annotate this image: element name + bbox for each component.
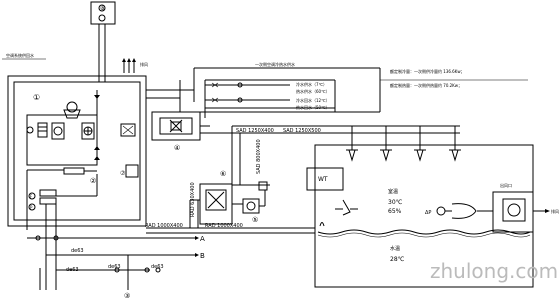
- exhaust-fan-box: 出风口 排风: [477, 182, 559, 233]
- outdoor-unit: ⑧: [90, 1, 116, 48]
- number-2: ②: [90, 177, 96, 185]
- air-outlets: [346, 149, 461, 162]
- number-6: ⑥: [220, 170, 226, 178]
- rad-vertical: RAD 630X400: [190, 182, 196, 217]
- humidity-value: 65%: [388, 208, 402, 215]
- side-sensor: [125, 164, 139, 178]
- refrigerant-circuit: [26, 90, 100, 175]
- coil-unit-4: ④: [151, 111, 232, 152]
- air-temp-value: 30℃: [388, 199, 403, 206]
- exhaust-label: 排风: [140, 61, 148, 67]
- side-damper: [120, 123, 136, 137]
- rad-horizontal-1: RAD 1000X400: [145, 223, 183, 229]
- watermark: zhulong.com: [430, 259, 558, 283]
- number-7: ⑦: [120, 170, 126, 177]
- winter-supply-label: 热水供水（60℃）: [296, 88, 330, 94]
- pipe-de63-d: de63: [151, 264, 164, 270]
- svg-text:F: F: [30, 194, 33, 199]
- heating-rating: 额定制热量：一次侧供热量约 70.2Kw；: [390, 82, 462, 88]
- sad-vertical: SAD 800X400: [256, 139, 262, 174]
- label-b: B: [200, 252, 205, 260]
- wt-label: WT: [318, 176, 328, 183]
- coil-unit-5: ⑤ ⑥: [199, 170, 270, 225]
- winter-return-label: 热水回水（50℃）: [296, 104, 330, 110]
- chilled-supply-label: 一次侧空调冷热水供水: [255, 61, 295, 67]
- number-5: ⑤: [252, 216, 258, 224]
- supply-duct: [231, 125, 460, 185]
- exhaust-out-label: 排风: [551, 208, 559, 214]
- pipe-de63-b: de63: [66, 267, 79, 273]
- svg-text:ΔP: ΔP: [425, 210, 431, 216]
- wt-box: [306, 167, 344, 191]
- chilled-water-lines: [146, 67, 381, 118]
- summer-supply-label: 冷水供水（7℃）: [296, 81, 327, 87]
- summer-return-label: 冷水回水（12℃）: [296, 97, 330, 103]
- number-3: ③: [124, 292, 130, 300]
- pipe-de63-c: de63: [108, 264, 121, 270]
- pipe-de63-a: de63: [71, 248, 84, 254]
- outlet-label: 出风口: [500, 182, 512, 188]
- pool-sensor: [335, 199, 358, 216]
- lower-pipes: [27, 235, 199, 290]
- air-temp-label: 室温: [388, 188, 398, 195]
- number-4: ④: [174, 144, 180, 152]
- water-temp-value: 28℃: [390, 256, 405, 263]
- water-temp-label: 水温: [390, 245, 400, 252]
- pressure-sensor: ΔP: [425, 203, 477, 219]
- rad-horizontal-2: RAD 1000X400: [205, 223, 243, 229]
- svg-text:P: P: [30, 205, 33, 210]
- number-8-top: ⑧: [100, 5, 105, 12]
- left-lower-components: F P: [26, 170, 98, 290]
- main-unit-box: [7, 48, 147, 227]
- sad-top-right: SAD 1250X500: [283, 128, 321, 134]
- sad-top-left: SAD 1250X400: [236, 128, 274, 134]
- number-1: ①: [33, 93, 40, 102]
- cooling-rating: 额定制冷量：一次侧供冷量约 136.6Kw；: [390, 68, 465, 74]
- left-pipe-label: 空调系统供回水: [6, 52, 34, 58]
- exhaust-arrows: 排风: [122, 58, 148, 73]
- label-a: A: [200, 235, 205, 243]
- return-duct: [146, 225, 316, 236]
